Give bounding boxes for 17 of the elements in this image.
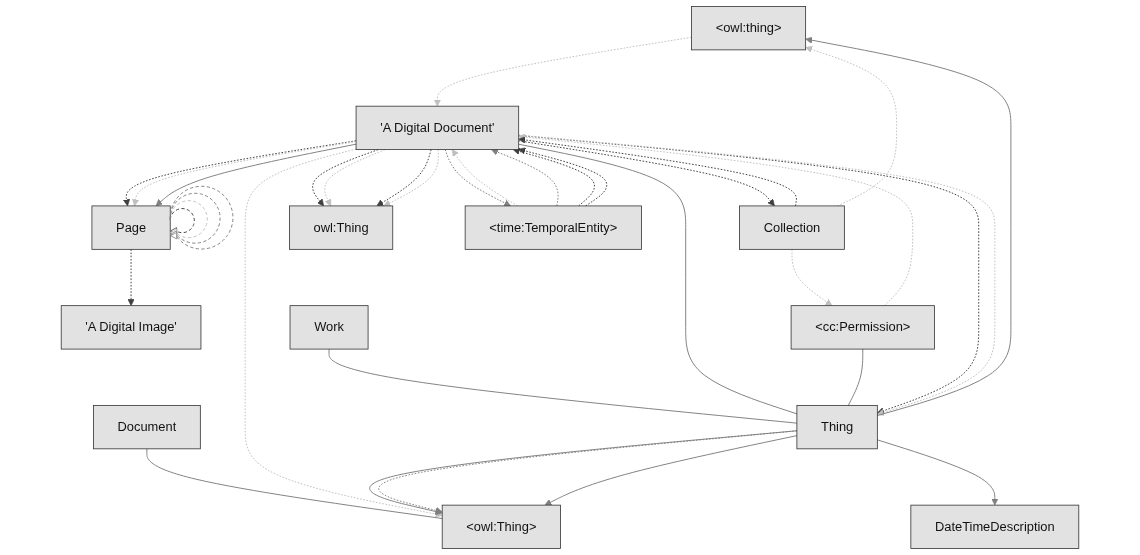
self-loop-arrow [169,185,234,250]
node-box: <owl:thing> [691,6,807,51]
node-box: <time:TemporalEntity> [464,205,642,250]
node-box: Document [93,405,201,450]
connector [328,348,798,424]
node-box: Thing [796,405,878,450]
node-box: <cc:Permission> [790,305,935,350]
node-box: 'A Digital Document' [355,105,520,150]
node-box: Page [91,205,171,250]
node-box: owl:Thing [289,205,394,250]
connector [146,448,443,519]
node-box: Work [289,305,369,350]
node-box: Collection [739,205,845,250]
node-box: DateTimeDescription [910,504,1080,549]
node-box: 'A Digital Image' [60,305,202,350]
node-box: <owl:Thing> [441,504,561,549]
connector [847,348,864,406]
